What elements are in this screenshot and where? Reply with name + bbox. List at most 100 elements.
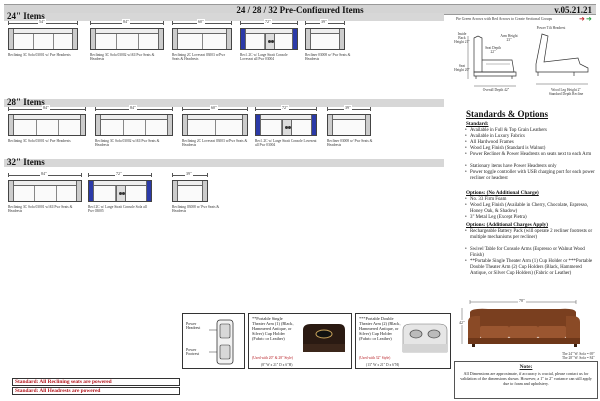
sofa-arm-left bbox=[96, 115, 101, 135]
width-dimension-label: 54" bbox=[38, 19, 46, 24]
width-dimension-label: 39" bbox=[344, 105, 352, 110]
power-controls-box: Power Headrest Power Footrest bbox=[182, 313, 245, 369]
sofa-arm-right bbox=[339, 29, 344, 49]
section-label-32: 32" Items bbox=[7, 157, 45, 167]
sofa-arm-right bbox=[72, 29, 77, 49]
sofa-seat bbox=[117, 34, 139, 49]
version-label: v.05.21.21 bbox=[554, 5, 592, 15]
sofa-arm-right bbox=[226, 29, 231, 49]
double-arm-dims: (13" W x 21" D x 6"H) bbox=[366, 363, 400, 367]
sofa-arm-right bbox=[146, 181, 151, 201]
cup-holder-icon bbox=[122, 192, 125, 195]
sofa-arm-left bbox=[306, 29, 311, 49]
sofa-arm-left bbox=[91, 29, 96, 49]
cup-holder-icon bbox=[288, 126, 291, 129]
width-dimension-label: 72" bbox=[115, 171, 123, 176]
sofa-caption: Reclining 3C Sofa 03001 w/ Pwr Headrests bbox=[8, 53, 71, 57]
width-dimension-label: 60" bbox=[197, 19, 205, 24]
sofa-configuration bbox=[8, 180, 82, 202]
sofa-arm-left bbox=[183, 115, 188, 135]
sofa-arm-right bbox=[76, 181, 81, 201]
bullet-item: Rechargeable Battery Pack (will operate … bbox=[465, 229, 598, 241]
bullet-item: Power toggle controller with USB chargin… bbox=[465, 170, 598, 182]
sofa-back bbox=[9, 115, 85, 120]
sofa-back bbox=[9, 181, 81, 186]
sofa-back bbox=[96, 115, 172, 120]
sofa-caption: Reclining 2C Loveseat 03003 w/Pwr Seats … bbox=[182, 139, 248, 148]
sofa-arm-left bbox=[89, 181, 94, 201]
bullet-item: All Hardwood Frames bbox=[465, 140, 598, 146]
width-dimension-label: 72" bbox=[264, 19, 272, 24]
diag-seat-depth: Seat Depth 22" bbox=[485, 46, 501, 54]
single-arm-note: (Used with 20" & 28" Style) bbox=[252, 356, 293, 360]
photo-caption-line-2: The 28" W. Sofa = 84" bbox=[562, 356, 595, 361]
sofa-arm-left bbox=[256, 115, 261, 135]
sofa-back bbox=[183, 115, 247, 120]
sofa-arm-left bbox=[173, 29, 178, 49]
power-footrest-label: Power Footrest bbox=[186, 347, 200, 357]
sofa-seat bbox=[96, 34, 118, 49]
double-cup-holder-icon bbox=[402, 323, 448, 353]
page-title: 24 / 28 / 32 Pre-Configured Items bbox=[236, 5, 364, 15]
sofa-seat bbox=[146, 120, 169, 135]
note-box: Note: All Dimensions are approximate, if… bbox=[454, 361, 598, 399]
bullet-item: Power Recliner & Power Headrests on seat… bbox=[465, 152, 598, 158]
sofa-caption: Reclining 2C Loveseat 03003 w/Pwr Seats … bbox=[172, 53, 226, 62]
section-bar-32: 32" Items bbox=[4, 157, 444, 167]
standard-heading: Standard: bbox=[466, 121, 489, 127]
sofa-caption: Recl. 2C w/ Large Strait Console Lovesea… bbox=[255, 139, 317, 148]
sofa-caption: Reclining 3C Sofa 03002 w/All Pwr Seats … bbox=[90, 53, 155, 62]
sofa-photo: 78" 42" bbox=[458, 298, 598, 360]
sofa-seat bbox=[124, 120, 147, 135]
single-cup-holder-icon bbox=[303, 324, 345, 352]
sofa-back bbox=[9, 29, 77, 34]
sofa-console bbox=[116, 186, 126, 201]
sofa-arm-right bbox=[292, 29, 297, 49]
width-dimension-label: 39" bbox=[185, 171, 193, 176]
cup-holder-icon bbox=[285, 126, 288, 129]
sofa-configuration bbox=[305, 28, 345, 50]
sofa-seat bbox=[311, 34, 341, 49]
cup-holder-icon bbox=[271, 40, 274, 43]
bullet-item: Available in Full & Top Grain Leathers bbox=[465, 128, 598, 134]
sofa-caption: Recl 2C w/ Large Strait Console Sofa all… bbox=[88, 205, 147, 214]
sofa-arm-left bbox=[9, 115, 14, 135]
bullet-item: Wood Leg Finish (Available in Cherry, Ch… bbox=[465, 203, 598, 215]
sofa-arm-left bbox=[241, 29, 246, 49]
green-arrow-icon: ➜ bbox=[586, 15, 592, 23]
bullet-item: 3" Metal Leg (Except Pietra) bbox=[465, 215, 598, 221]
sofa-seat bbox=[139, 34, 160, 49]
diag-recline: Wood Leg Height 2" Standard Depth Reclin… bbox=[548, 88, 584, 96]
sofa-seat bbox=[101, 120, 124, 135]
sofa-arm-right bbox=[365, 115, 370, 135]
sofa-console bbox=[282, 120, 292, 135]
sofa-back bbox=[173, 181, 207, 186]
width-dimension-label: 72" bbox=[281, 105, 289, 110]
sofa-configuration bbox=[8, 114, 86, 136]
sofa-configuration bbox=[95, 114, 173, 136]
standard-box-reclining: Standard: All Reclining seats are powere… bbox=[12, 378, 180, 386]
diagram-top-caption: Pie Green Arrows with Red Arrows to Crea… bbox=[456, 17, 553, 21]
sofa-seat bbox=[14, 186, 36, 201]
section-bar-24: 24" Items bbox=[4, 11, 444, 21]
width-dimension-label: 84" bbox=[42, 105, 50, 110]
sofa-seat bbox=[261, 120, 282, 135]
double-arm-text: ***Portable Double Theater Arm (2) (Blac… bbox=[359, 316, 401, 341]
dimension-diagram: Inside Back Height 21" Seat Depth 22" Ar… bbox=[454, 24, 596, 106]
sofa-seat bbox=[59, 120, 82, 135]
sofa-configuration bbox=[255, 114, 317, 136]
sofa-caption: Recliner 03008 w/ Pwr Seats & Headrests bbox=[305, 53, 351, 62]
sofa-configuration bbox=[90, 28, 164, 50]
cup-holder-icon bbox=[268, 40, 271, 43]
sofa-back bbox=[306, 29, 344, 34]
red-arrow-icon: ➜ bbox=[579, 15, 585, 23]
sofa-configuration bbox=[240, 28, 298, 50]
sofa-arm-right bbox=[202, 181, 207, 201]
sofa-arm-right bbox=[242, 115, 247, 135]
width-dimension-label: 60" bbox=[210, 105, 218, 110]
sofa-caption: Reclining 3C Sofa 03002 w/All Pwr Seats … bbox=[95, 139, 160, 148]
photo-width-dim: 78" bbox=[518, 298, 526, 303]
bullet-item: Available in Luxury Fabrics bbox=[465, 134, 598, 140]
sofa-seat bbox=[37, 120, 60, 135]
width-dimension-label: 39" bbox=[320, 19, 328, 24]
